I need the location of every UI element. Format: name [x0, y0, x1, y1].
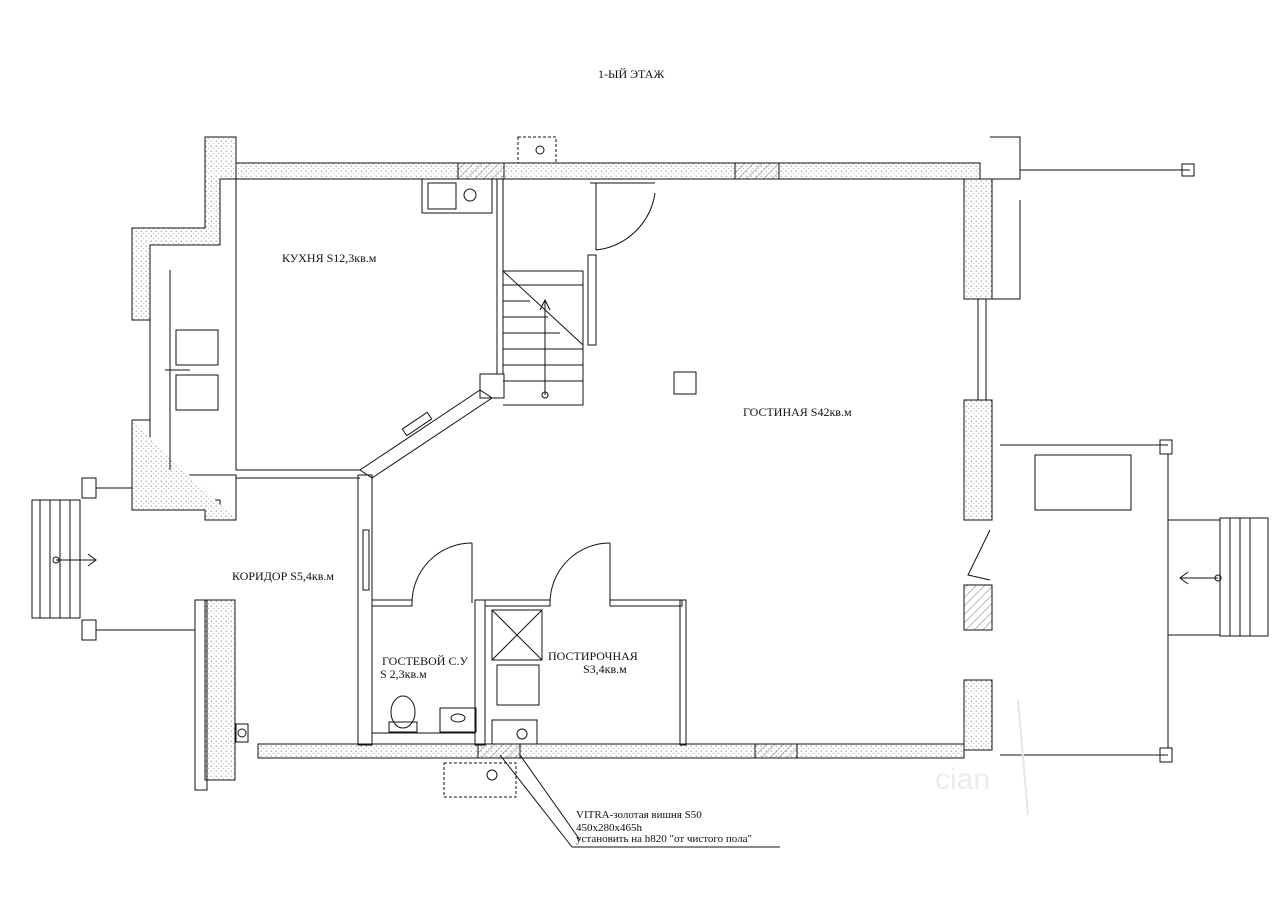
exterior-wall-bottom	[257, 743, 965, 759]
plan-title: 1-ЫЙ ЭТАЖ	[598, 67, 665, 81]
kitchen-sink	[421, 178, 493, 214]
watermark: cian	[935, 763, 991, 796]
corridor-left-wall	[194, 599, 236, 791]
fixture-note-line1: VITRA-золотая вишня S50	[576, 809, 702, 821]
vent-shafts	[235, 136, 697, 798]
kitchen-partition	[359, 178, 505, 479]
left-bay-wall	[131, 136, 237, 521]
living-door	[590, 182, 656, 251]
laundry-fixtures	[491, 609, 543, 745]
room-label-corridor: КОРИДОР S5,4кв.м	[232, 569, 334, 583]
right-terrace	[1000, 439, 1269, 763]
note-leader	[499, 754, 780, 848]
room-area-laundry: S3,4кв.м	[583, 662, 627, 676]
room-label-guest-wc: ГОСТЕВОЙ С.У	[382, 654, 468, 668]
staircase	[502, 254, 597, 406]
right-wall	[963, 136, 1195, 751]
fixture-note-line3: установить на h820 "от чистого пола"	[576, 833, 752, 845]
room-label-laundry: ПОСТИРОЧНАЯ	[548, 649, 638, 663]
fixture-note-line2: 450x280x465h	[576, 822, 642, 834]
kitchen-bay-window	[165, 329, 219, 411]
room-label-kitchen: КУХНЯ S12,3кв.м	[282, 251, 377, 265]
room-label-living: ГОСТИНАЯ S42кв.м	[743, 405, 852, 419]
exterior-wall-top	[235, 162, 981, 180]
entrance-porch-left	[31, 477, 195, 641]
corridor-partition	[236, 469, 373, 746]
room-area-guest-wc: S 2,3кв.м	[380, 667, 427, 681]
wc-laundry-walls	[371, 542, 687, 746]
right-door	[967, 529, 991, 581]
wc-fixtures	[388, 695, 477, 733]
watermark-mark	[1017, 699, 1029, 816]
